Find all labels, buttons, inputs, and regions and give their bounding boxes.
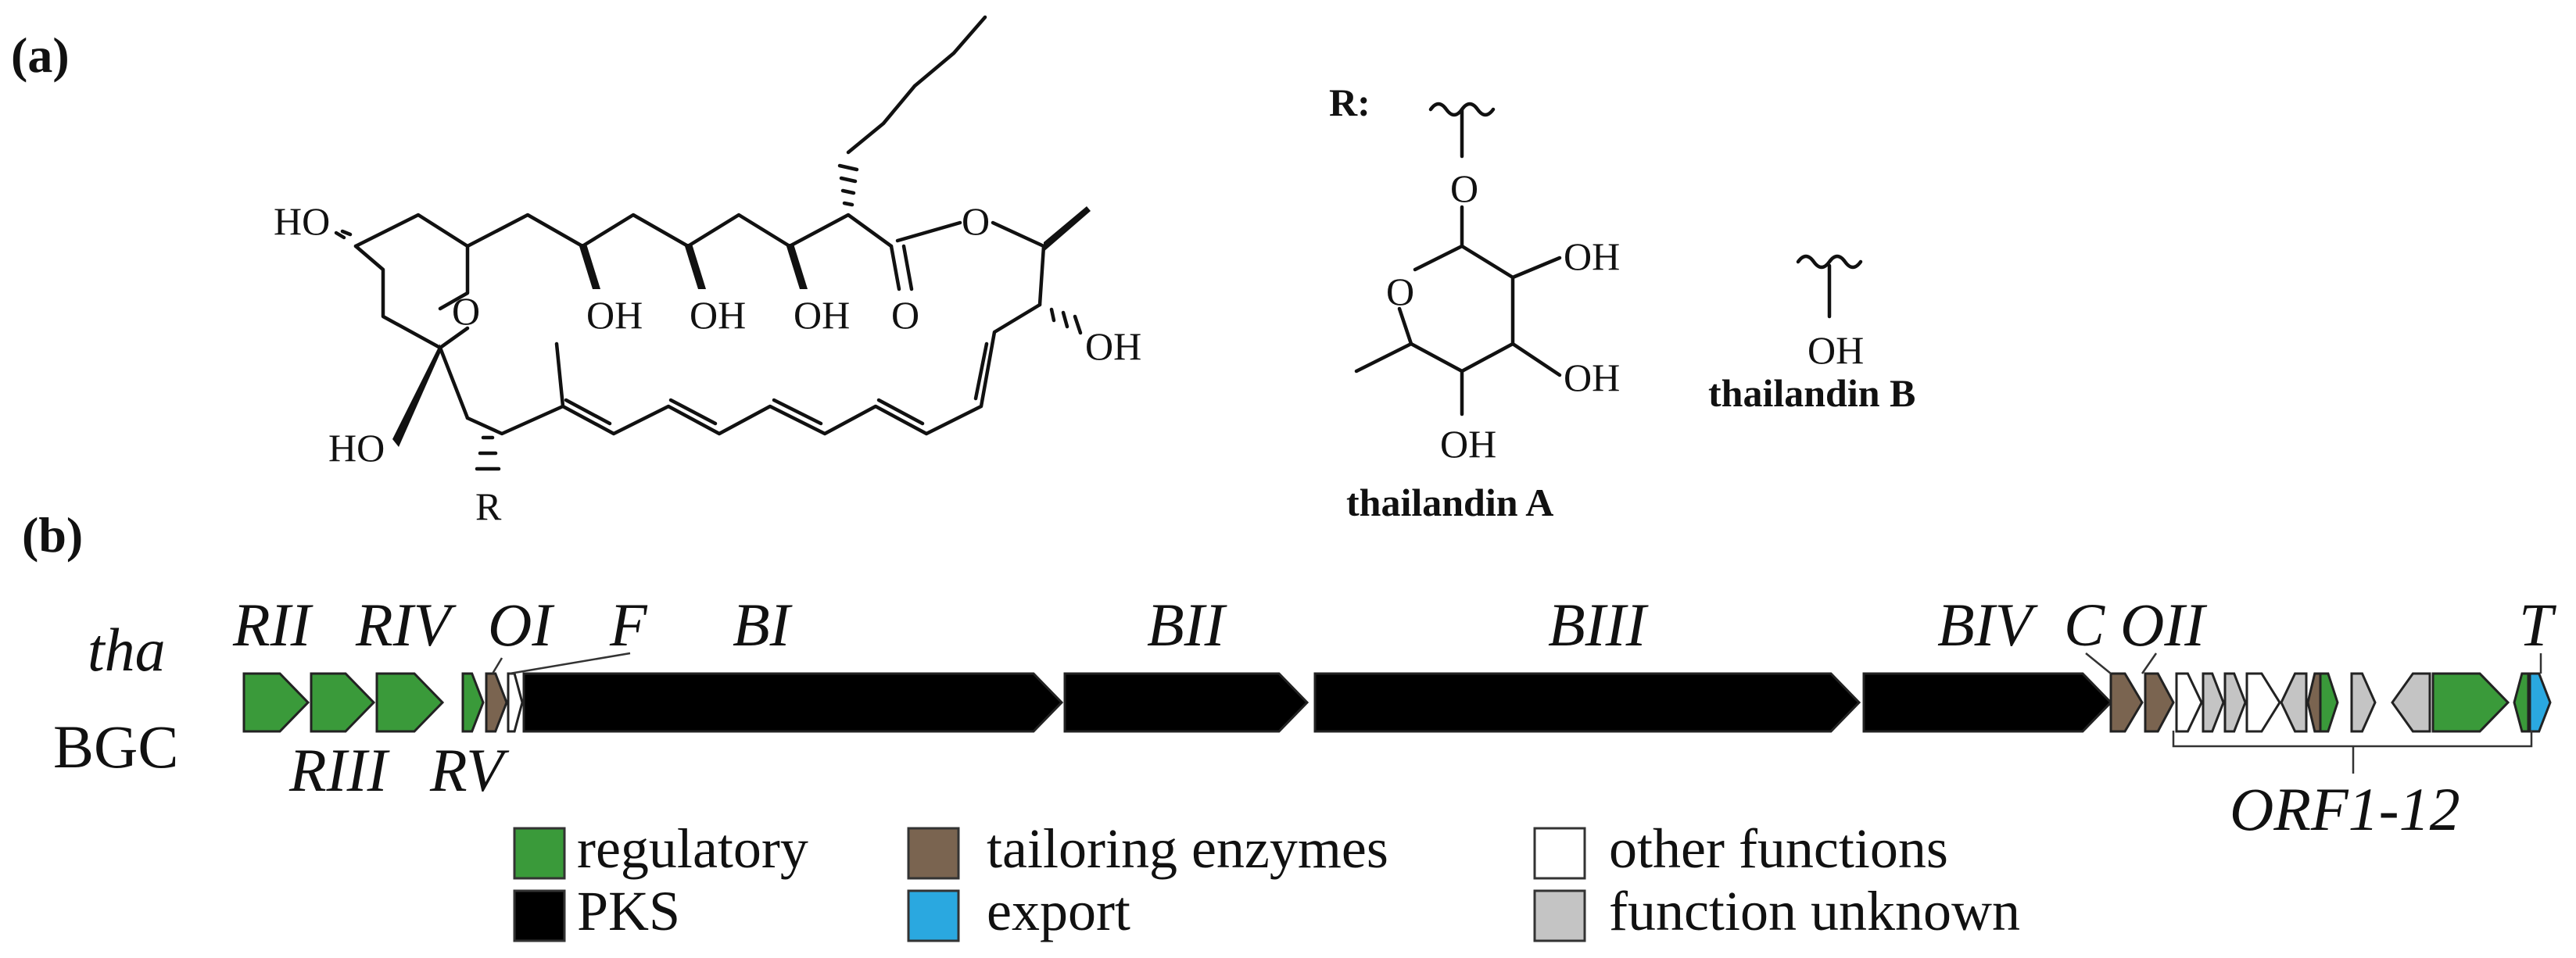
legend-label-regulatory: regulatory xyxy=(577,817,808,880)
leader-oii xyxy=(2141,652,2158,674)
legend-swatch-export xyxy=(907,889,960,942)
legend-label-pks: PKS xyxy=(577,880,680,942)
gene-orf7-arrow xyxy=(2319,672,2339,733)
legend-swatch-tailoring xyxy=(907,827,960,880)
gene-bii-arrow xyxy=(1063,672,1309,733)
panel-b-label: (b) xyxy=(22,507,83,563)
gene-oii-arrow xyxy=(2144,672,2175,733)
gene-c-arrow xyxy=(2109,672,2144,733)
gene-label-oi: OI xyxy=(488,591,555,659)
gene-orf11-arrow xyxy=(2513,672,2530,733)
gene-oi-arrow xyxy=(485,672,508,733)
gene-orf9-arrow xyxy=(2391,672,2431,733)
r-label: R: xyxy=(1329,80,1370,124)
gene-label-rv: RV xyxy=(429,736,510,804)
gene-orf4-arrow xyxy=(2245,672,2281,733)
hashed-bond-r xyxy=(475,435,501,471)
legend-swatch-unknown xyxy=(1533,889,1586,942)
gene-label-f: F xyxy=(609,591,648,659)
wedge-methyl xyxy=(1044,206,1091,252)
atom-ester-o: O xyxy=(962,199,990,243)
gene-biii-arrow xyxy=(1313,672,1861,733)
gene-t-arrow xyxy=(2528,672,2552,733)
gene-label-t: T xyxy=(2519,591,2556,659)
gene-orf5-arrow xyxy=(2280,672,2308,733)
wedge-ho-left xyxy=(392,344,440,447)
gene-label-bi: BI xyxy=(733,591,794,659)
sugar-ring-o: O xyxy=(1386,270,1414,313)
gene-orf10-arrow xyxy=(2431,672,2510,733)
leader-oi xyxy=(491,657,503,674)
wedge-oh-3 xyxy=(786,244,808,289)
leader-c xyxy=(2085,652,2112,674)
atom-oh-1: OH xyxy=(586,293,643,337)
cluster-name-bgc: BGC xyxy=(53,713,178,781)
gene-orf6-arrow xyxy=(2306,672,2322,733)
legend-swatch-pks xyxy=(513,889,566,942)
atom-ring-o: O xyxy=(452,289,480,333)
thailandin-b-label: thailandin B xyxy=(1708,371,1915,415)
gene-label-biv: BIV xyxy=(1937,591,2039,659)
gene-orf2-arrow xyxy=(2202,672,2225,733)
gene-label-bii: BII xyxy=(1147,591,1228,659)
gene-orf8-arrow xyxy=(2350,672,2377,733)
wedge-oh-1 xyxy=(579,244,600,289)
cluster-name-tha: tha xyxy=(88,616,166,684)
sugar-oh-2: OH xyxy=(1564,356,1620,399)
gene-label-biii: BIII xyxy=(1548,591,1650,659)
gene-rv-arrow xyxy=(461,672,485,733)
sugar-link-o: O xyxy=(1450,166,1478,210)
wedge-oh-2 xyxy=(684,244,706,289)
legend-label-tailoring: tailoring enzymes xyxy=(987,817,1388,880)
panel-a-label: (a) xyxy=(11,27,70,83)
legend-swatch-other xyxy=(1533,827,1586,880)
gene-riv-arrow xyxy=(375,672,445,733)
substituent-hydroxyl: OH thailandin B xyxy=(1708,254,1915,415)
hashed-bond-ho-top xyxy=(334,229,353,240)
legend-label-other: other functions xyxy=(1609,817,1948,880)
butyl-chain xyxy=(837,15,987,207)
gene-label-oii: OII xyxy=(2120,591,2208,659)
sugar-oh-1: OH xyxy=(1564,234,1620,278)
macrolactone-structure: HO HO O OH OH OH O O OH R xyxy=(274,15,1141,528)
gene-label-rii: RII xyxy=(232,591,314,659)
gene-biv-arrow xyxy=(1862,672,2113,733)
legend-swatch-regulatory xyxy=(513,827,566,880)
sugar-oh-3: OH xyxy=(1440,422,1496,466)
atom-ho-left: HO xyxy=(328,426,385,470)
leader-f xyxy=(509,652,631,675)
atom-ho-top: HO xyxy=(274,199,330,243)
gene-label-c: C xyxy=(2064,591,2105,659)
gene-orf1-arrow xyxy=(2175,672,2203,733)
hashed-bond-oh-right xyxy=(1049,307,1083,335)
legend: regulatory tailoring enzymes other funct… xyxy=(513,817,2020,942)
b-oh: OH xyxy=(1807,328,1864,372)
thailandin-a-label: thailandin A xyxy=(1346,481,1553,524)
gene-bi-arrow xyxy=(522,672,1064,733)
gene-label-riii: RIII xyxy=(288,736,391,804)
legend-label-export: export xyxy=(987,880,1130,942)
orf-group-label: ORF1-12 xyxy=(2230,775,2460,843)
atom-oh-right: OH xyxy=(1085,324,1141,368)
atom-oh-2: OH xyxy=(690,293,746,337)
gene-label-riv: RIV xyxy=(355,591,457,659)
gene-riii-arrow xyxy=(310,672,376,733)
gene-arrows xyxy=(242,672,2552,733)
gene-rii-arrow xyxy=(242,672,310,733)
gene-f-arrow xyxy=(507,672,524,733)
gene-orf3-arrow xyxy=(2223,672,2247,733)
atom-oh-3: OH xyxy=(794,293,850,337)
atom-r: R xyxy=(475,484,502,528)
substituent-sugar: R: O O OH OH OH thailandin A xyxy=(1329,80,1620,524)
atom-carbonyl-o: O xyxy=(891,293,919,337)
legend-label-unknown: function unknown xyxy=(1609,880,2020,942)
orf-bracket xyxy=(2172,731,2533,748)
